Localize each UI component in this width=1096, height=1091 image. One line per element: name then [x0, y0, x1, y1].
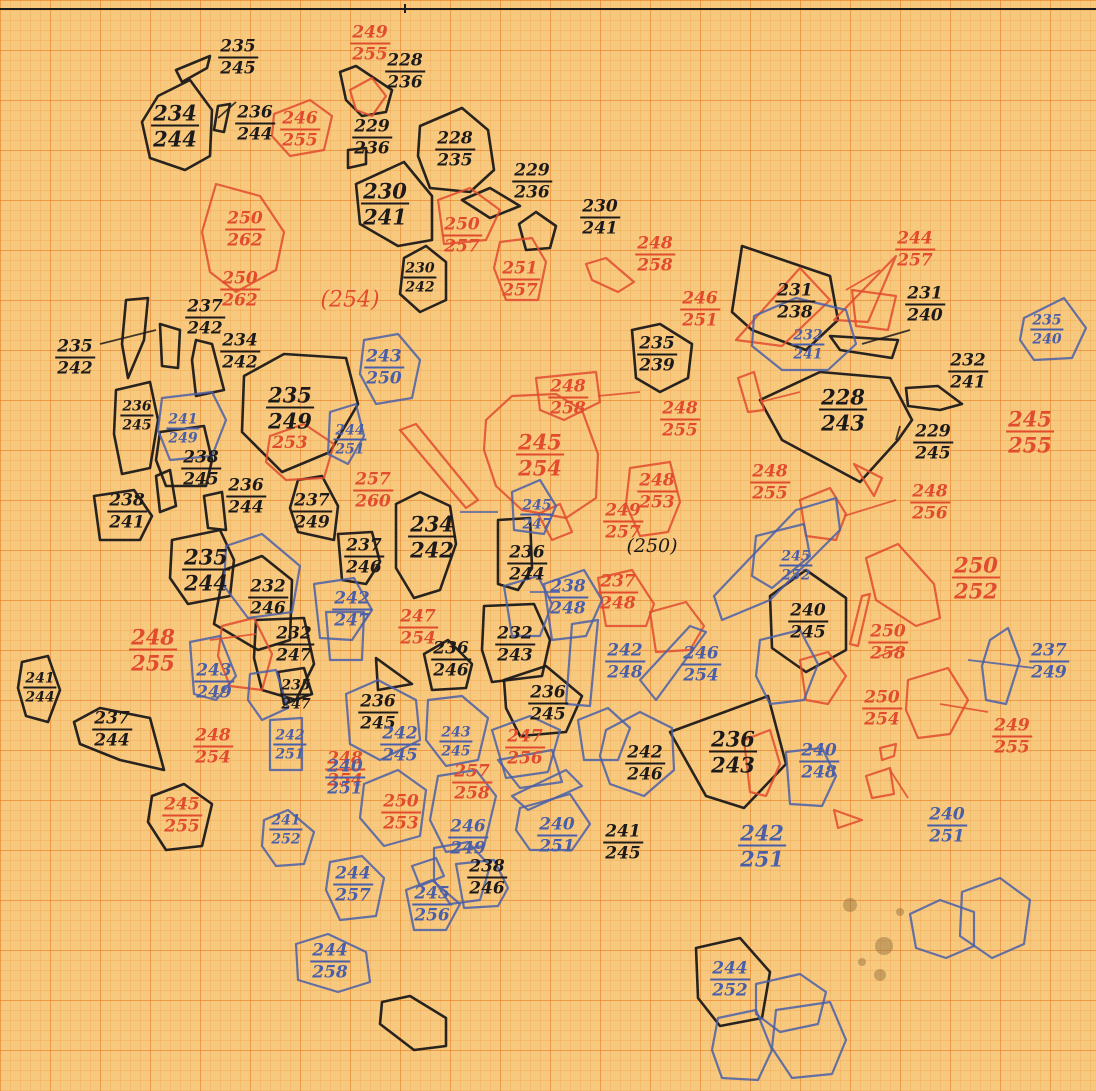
- grain-outline-black: [148, 784, 212, 850]
- grain-outline-black: [380, 996, 446, 1050]
- grain-outline-blue: [910, 900, 974, 958]
- grain-outline-black: [74, 708, 164, 770]
- grain-outline-blue: [360, 770, 426, 846]
- grain-outline-red: [266, 424, 334, 480]
- grain-outline-red: [626, 462, 680, 536]
- grain-outline-black: [376, 658, 412, 690]
- grain-outline-blue: [960, 878, 1030, 958]
- grain-outline-black: [632, 324, 692, 392]
- grain-outline-blue: [566, 620, 598, 706]
- grain-outline-red: [850, 594, 870, 646]
- grain-outline-black: [830, 336, 898, 358]
- grain-outline-red: [202, 184, 284, 292]
- grain-outline-black: [242, 354, 358, 472]
- leader-line-red: [846, 270, 880, 290]
- grain-outline-red: [736, 268, 830, 346]
- grain-outline-red: [586, 258, 634, 292]
- leader-line-red: [598, 392, 640, 396]
- grain-outline-blue: [752, 524, 810, 588]
- grain-outline-black: [160, 324, 180, 368]
- paper-stain: [858, 958, 866, 966]
- grain-outline-black: [696, 938, 770, 1026]
- leader-line-red: [940, 704, 988, 712]
- grain-outline-black: [356, 162, 432, 246]
- grain-outline-blue: [360, 334, 420, 404]
- grain-outline-red: [834, 256, 896, 322]
- grain-outline-blue: [346, 680, 420, 760]
- grain-outline-black: [424, 640, 472, 690]
- grain-outline-blue: [772, 1002, 846, 1078]
- paper-stain: [896, 908, 904, 916]
- grain-outline-blue: [190, 636, 236, 700]
- grain-outline-red: [744, 730, 780, 796]
- grain-outline-red: [598, 570, 654, 626]
- grain-outline-blue: [756, 630, 818, 704]
- grain-outline-red: [494, 238, 546, 300]
- grain-outline-red: [880, 744, 896, 760]
- grain-outline-blue: [640, 626, 706, 700]
- grain-outline-blue: [492, 716, 560, 778]
- grain-outline-blue: [752, 298, 856, 370]
- grain-outline-black: [204, 492, 226, 530]
- leader-line-blue: [968, 660, 1034, 668]
- grain-outline-black: [290, 476, 338, 540]
- grain-outline-blue: [262, 810, 314, 866]
- leader-line-red: [844, 500, 896, 516]
- grain-outline-black: [18, 656, 60, 722]
- paren-label: (254): [320, 288, 379, 313]
- grain-outline-blue: [296, 934, 370, 992]
- grain-outline-black: [142, 80, 212, 170]
- grain-outline-red: [866, 544, 940, 626]
- grain-outline-blue: [326, 612, 364, 660]
- grain-outline-blue: [714, 498, 840, 620]
- grain-outline-black: [214, 104, 230, 132]
- grain-outline-red: [738, 372, 764, 412]
- grain-outline-black: [338, 532, 380, 584]
- paren-label: (250): [626, 535, 677, 557]
- paper-stain: [874, 969, 886, 981]
- grain-outline-blue: [430, 770, 496, 852]
- grain-outline-black: [348, 148, 366, 168]
- grain-outline-black: [760, 372, 912, 482]
- grain-outline-black: [340, 66, 392, 116]
- grain-outline-blue: [1020, 298, 1086, 360]
- grain-outline-blue: [456, 860, 508, 908]
- grain-outline-black: [94, 490, 152, 540]
- grain-outline-red: [272, 100, 332, 156]
- grain-outline-blue: [328, 404, 364, 464]
- grain-outline-black: [732, 246, 838, 350]
- grain-outline-black: [156, 470, 176, 512]
- grain-outline-black: [519, 212, 556, 250]
- grain-outline-blue: [406, 880, 460, 930]
- grain-outline-red: [906, 668, 968, 738]
- grain-outline-blue: [326, 856, 384, 920]
- grain-outline-blue: [270, 718, 302, 770]
- grain-outline-blue: [158, 392, 226, 460]
- grain-outline-red: [536, 372, 600, 420]
- leader-line-black: [862, 330, 910, 344]
- leader-line-black: [100, 330, 156, 344]
- leader-line-red: [880, 648, 900, 656]
- grain-outline-blue: [600, 712, 674, 796]
- grain-outline-black: [176, 56, 210, 82]
- grain-outline-red: [866, 768, 894, 798]
- grain-outline-blue: [756, 974, 826, 1032]
- grain-outline-blue: [426, 696, 488, 766]
- grain-outline-blue: [516, 794, 590, 850]
- grain-outline-red: [834, 810, 862, 828]
- grain-outline-black: [906, 386, 962, 410]
- grain-outline-black: [400, 246, 446, 312]
- grain-outline-blue: [786, 748, 836, 806]
- grain-outline-black: [396, 492, 456, 598]
- grain-outline-black: [114, 382, 158, 474]
- grain-outline-black: [482, 604, 550, 682]
- paper-stain: [843, 898, 857, 912]
- grain-outline-red: [800, 652, 846, 704]
- grain-outline-black: [192, 340, 224, 396]
- paper-stain: [875, 937, 893, 955]
- grain-outline-black: [418, 108, 494, 192]
